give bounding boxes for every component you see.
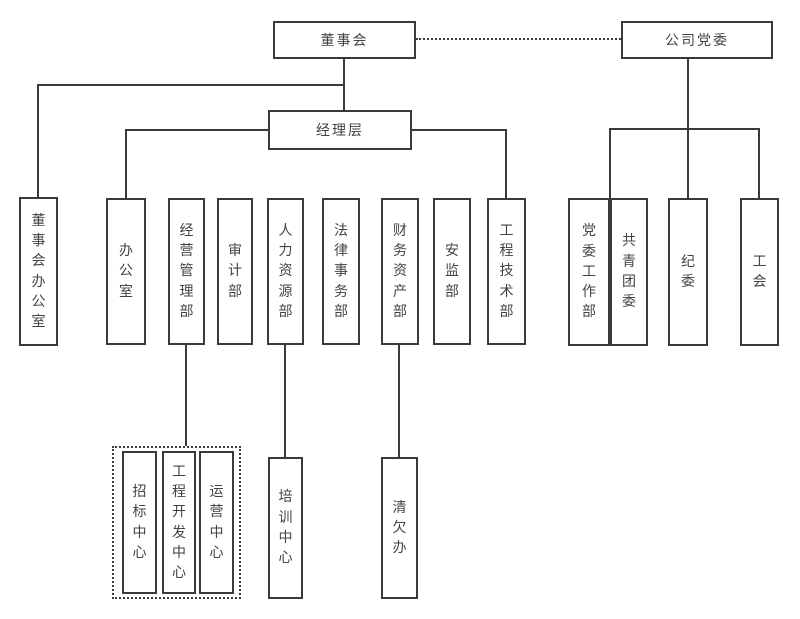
connector-hr-training [284, 345, 286, 457]
node-operations-center: 运营中心 [199, 451, 234, 594]
node-labor-union-label: 工会 [752, 253, 767, 290]
node-management: 经理层 [268, 110, 412, 150]
node-audit: 审计部 [217, 198, 253, 345]
connector-labor-union-vertical [758, 128, 760, 198]
node-safety-label: 安监部 [445, 243, 459, 300]
connector-party-work-vertical [609, 128, 611, 198]
node-legal-label: 法律事务部 [334, 222, 348, 320]
node-debt-office: 清欠办 [381, 457, 418, 599]
node-engineering-label: 工程技术部 [499, 222, 514, 320]
connector-board-party-dotted [416, 38, 621, 40]
node-discipline: 纪委 [668, 198, 708, 346]
node-youth-league: 共青团委 [610, 198, 648, 346]
node-discipline-label: 纪委 [681, 253, 695, 290]
node-debt-office-label: 清欠办 [392, 499, 407, 557]
connector-management-engineering-vertical [505, 129, 507, 198]
node-engineering: 工程技术部 [487, 198, 526, 345]
connector-business-mgmt-centers [185, 345, 187, 446]
node-hr-label: 人力资源部 [278, 222, 293, 320]
node-safety: 安监部 [433, 198, 471, 345]
node-training-center-label: 培训中心 [278, 489, 293, 567]
centers-dotted-group [112, 446, 241, 599]
node-party-committee-label: 公司党委 [665, 33, 729, 49]
node-business-mgmt-label: 经营管理部 [179, 222, 194, 320]
node-office: 办公室 [106, 198, 146, 345]
node-office-label: 办公室 [119, 243, 133, 300]
node-finance: 财务资产部 [381, 198, 419, 345]
node-business-mgmt: 经营管理部 [168, 198, 205, 345]
connector-board-office-horizontal [37, 84, 345, 86]
node-labor-union: 工会 [740, 198, 779, 346]
node-youth-league-label: 共青团委 [622, 233, 636, 311]
connector-party-branch-horizontal [610, 128, 760, 130]
node-board: 董事会 [273, 21, 416, 59]
node-training-center: 培训中心 [268, 457, 303, 599]
connector-management-office-horizontal [125, 129, 268, 131]
node-board-label: 董事会 [320, 33, 369, 49]
node-bidding-center-label: 招标中心 [132, 483, 147, 561]
connector-management-engineering-horizontal [412, 129, 507, 131]
connector-board-office-vertical [37, 84, 39, 197]
node-project-dev-center-label: 工程开发中心 [172, 463, 186, 582]
node-audit-label: 审计部 [228, 243, 242, 300]
node-board-office-label: 董事会办公室 [31, 212, 46, 331]
node-bidding-center: 招标中心 [122, 451, 157, 594]
node-management-label: 经理层 [316, 123, 364, 139]
node-operations-center-label: 运营中心 [209, 483, 224, 561]
node-party-work-label: 党委工作部 [582, 223, 596, 321]
connector-finance-debt [398, 345, 400, 457]
node-party-committee: 公司党委 [621, 21, 773, 59]
node-project-dev-center: 工程开发中心 [162, 451, 196, 594]
node-legal: 法律事务部 [322, 198, 360, 345]
node-finance-label: 财务资产部 [393, 222, 407, 320]
node-party-work: 党委工作部 [568, 198, 610, 346]
node-hr: 人力资源部 [267, 198, 304, 345]
connector-management-office-vertical [125, 129, 127, 198]
node-board-office: 董事会办公室 [19, 197, 58, 346]
